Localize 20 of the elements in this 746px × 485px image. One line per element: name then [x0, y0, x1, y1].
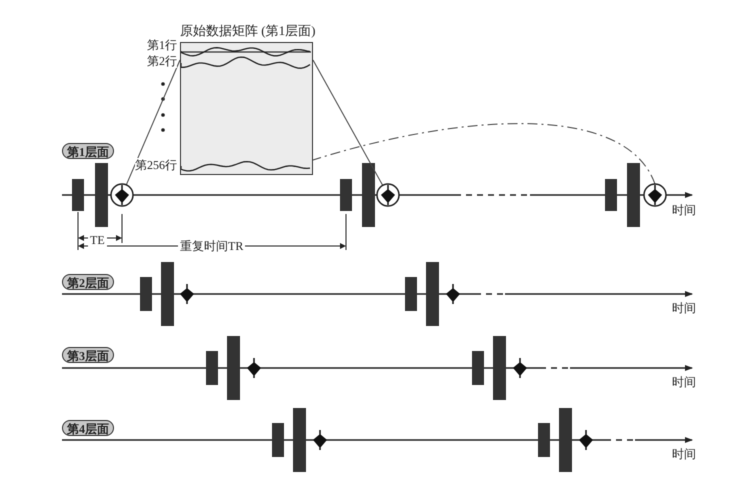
slice-label: 第1层面	[62, 143, 114, 159]
echo-circle	[643, 183, 667, 207]
echo-circle	[376, 183, 400, 207]
row-label: 第1行	[147, 38, 177, 52]
slice-label: 第3层面	[62, 347, 114, 363]
dimension-label: 重复时间TR	[178, 239, 246, 253]
axis-label: 时间	[670, 375, 698, 389]
matrix-title: 原始数据矩阵 (第1层面)	[180, 24, 313, 38]
row-label: 第2行	[147, 54, 177, 68]
dimension-label: TE	[88, 233, 107, 247]
axis-label: 时间	[670, 301, 698, 315]
slice-label: 第2层面	[62, 274, 114, 290]
row-label: 第256行	[135, 158, 177, 172]
connector-line	[126, 60, 180, 186]
axis-label: 时间	[670, 447, 698, 461]
connector-line	[312, 60, 384, 186]
echo-circle	[110, 183, 134, 207]
connector-line	[312, 123, 656, 184]
axis-label: 时间	[670, 203, 698, 217]
slice-label: 第4层面	[62, 420, 114, 436]
